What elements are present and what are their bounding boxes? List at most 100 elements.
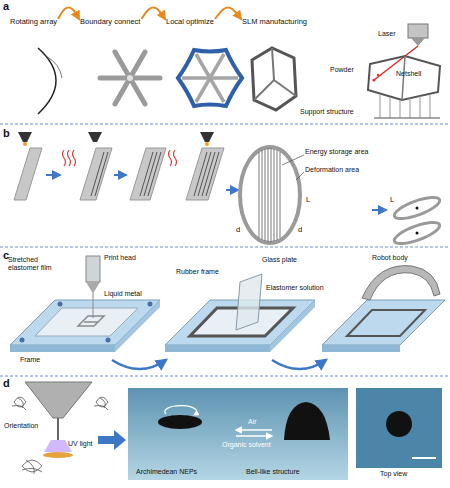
array-hub: [127, 75, 133, 81]
laser-head: [408, 24, 428, 38]
printed-line: [274, 149, 275, 241]
part-label: Rubber frame: [176, 268, 219, 276]
curve-element: [46, 56, 62, 78]
liquid-metal-trace: [78, 316, 104, 326]
step-label: Boundary connect: [80, 18, 140, 26]
strip: [80, 148, 112, 200]
nozzle: [200, 132, 214, 142]
printed-line: [91, 152, 104, 196]
heat-wave: [63, 150, 66, 166]
array-spoke: [210, 78, 224, 102]
printed-line: [262, 150, 263, 240]
printed-line: [202, 152, 215, 196]
rotation-arrow: [165, 406, 197, 415]
uv-beam: [44, 440, 72, 452]
heat-wave: [169, 150, 172, 166]
laser-head: [411, 38, 425, 46]
rubber-frame: [347, 310, 425, 336]
glass-plate: [236, 274, 262, 330]
support-strut: [380, 94, 381, 118]
printed-line: [277, 150, 278, 240]
array-spoke: [210, 76, 238, 80]
print-needle: [93, 292, 94, 318]
powder-particle: [377, 74, 379, 76]
base-platform: [322, 345, 400, 352]
array-spoke: [115, 78, 130, 104]
array-spoke: [100, 76, 130, 81]
step-arrow: [226, 189, 238, 191]
array-spoke: [182, 76, 210, 80]
support-strut: [410, 98, 411, 118]
step-text: Rotating array: [10, 18, 57, 26]
netshell-frame: [368, 56, 440, 100]
step-arrow: [112, 360, 166, 369]
step-label: Rotating array: [10, 18, 57, 26]
dimension-label: d: [298, 226, 302, 235]
support-strut: [400, 100, 401, 118]
support-strut: [430, 94, 431, 118]
process-arrow: [58, 8, 79, 20]
printed-line: [265, 149, 266, 241]
flow-arrow: [98, 430, 126, 450]
closed-ring: [240, 147, 300, 243]
strip: [14, 148, 42, 200]
base-platform: [165, 345, 270, 352]
region-label: Deformation area: [305, 166, 359, 174]
slm-machine: [368, 24, 440, 118]
step-arrow: [272, 360, 326, 369]
process-arrow: [215, 8, 241, 20]
part-label: Stretched elastomer film: [8, 256, 62, 272]
part-label: Netshell: [396, 70, 421, 78]
frame-peg: [148, 302, 153, 307]
wire-frame: [274, 80, 296, 96]
array-spoke: [196, 54, 210, 78]
printed-line: [268, 148, 269, 242]
printed-line: [148, 152, 161, 196]
step-arrow: [46, 174, 60, 176]
printed-disc: [43, 452, 73, 458]
elastomer-film: [35, 308, 138, 336]
step-arrow: [372, 209, 386, 211]
panel-letter: b: [3, 127, 10, 140]
polymer-chain: [12, 397, 26, 410]
step-label: Local optimize: [166, 18, 214, 26]
part-label: Laser: [378, 30, 396, 38]
nozzle-tip: [23, 142, 27, 146]
bell-top: [386, 411, 412, 437]
polymer-chain: [94, 397, 108, 410]
optimized-cell: [252, 48, 296, 110]
powder-particle: [372, 78, 375, 81]
dimension-label: d: [236, 226, 240, 235]
photo-label: Top view: [380, 470, 407, 478]
leader-line: [282, 155, 304, 165]
photo-label: Bell-like structure: [246, 468, 300, 476]
step-arrow: [114, 174, 126, 176]
part-label: Support structure: [300, 108, 354, 116]
part-label: Frame: [20, 356, 40, 364]
support-strut: [390, 97, 391, 118]
part-label: Liquid metal: [104, 290, 142, 298]
transform-arrow: [236, 429, 272, 431]
condition-label: Air: [248, 418, 257, 426]
photo-panel: [128, 388, 442, 480]
printed-line: [206, 152, 219, 196]
frame-peg: [20, 338, 25, 343]
step-text: SLM manufacturing: [242, 18, 307, 26]
panel-separator: [0, 247, 450, 248]
array-spoke: [130, 78, 145, 104]
print-nozzle: [25, 382, 92, 418]
panel-letter: d: [3, 377, 10, 390]
heat-wave: [174, 150, 177, 166]
needle: [57, 418, 59, 440]
bell-structure: [284, 402, 330, 440]
frame-peg: [58, 302, 63, 307]
part-label: UV light: [68, 440, 93, 448]
strip: [130, 148, 166, 200]
scale-bar: [412, 457, 436, 459]
robot-body: [362, 266, 440, 300]
printing-sequence: [14, 132, 442, 248]
printed-line: [194, 152, 207, 196]
